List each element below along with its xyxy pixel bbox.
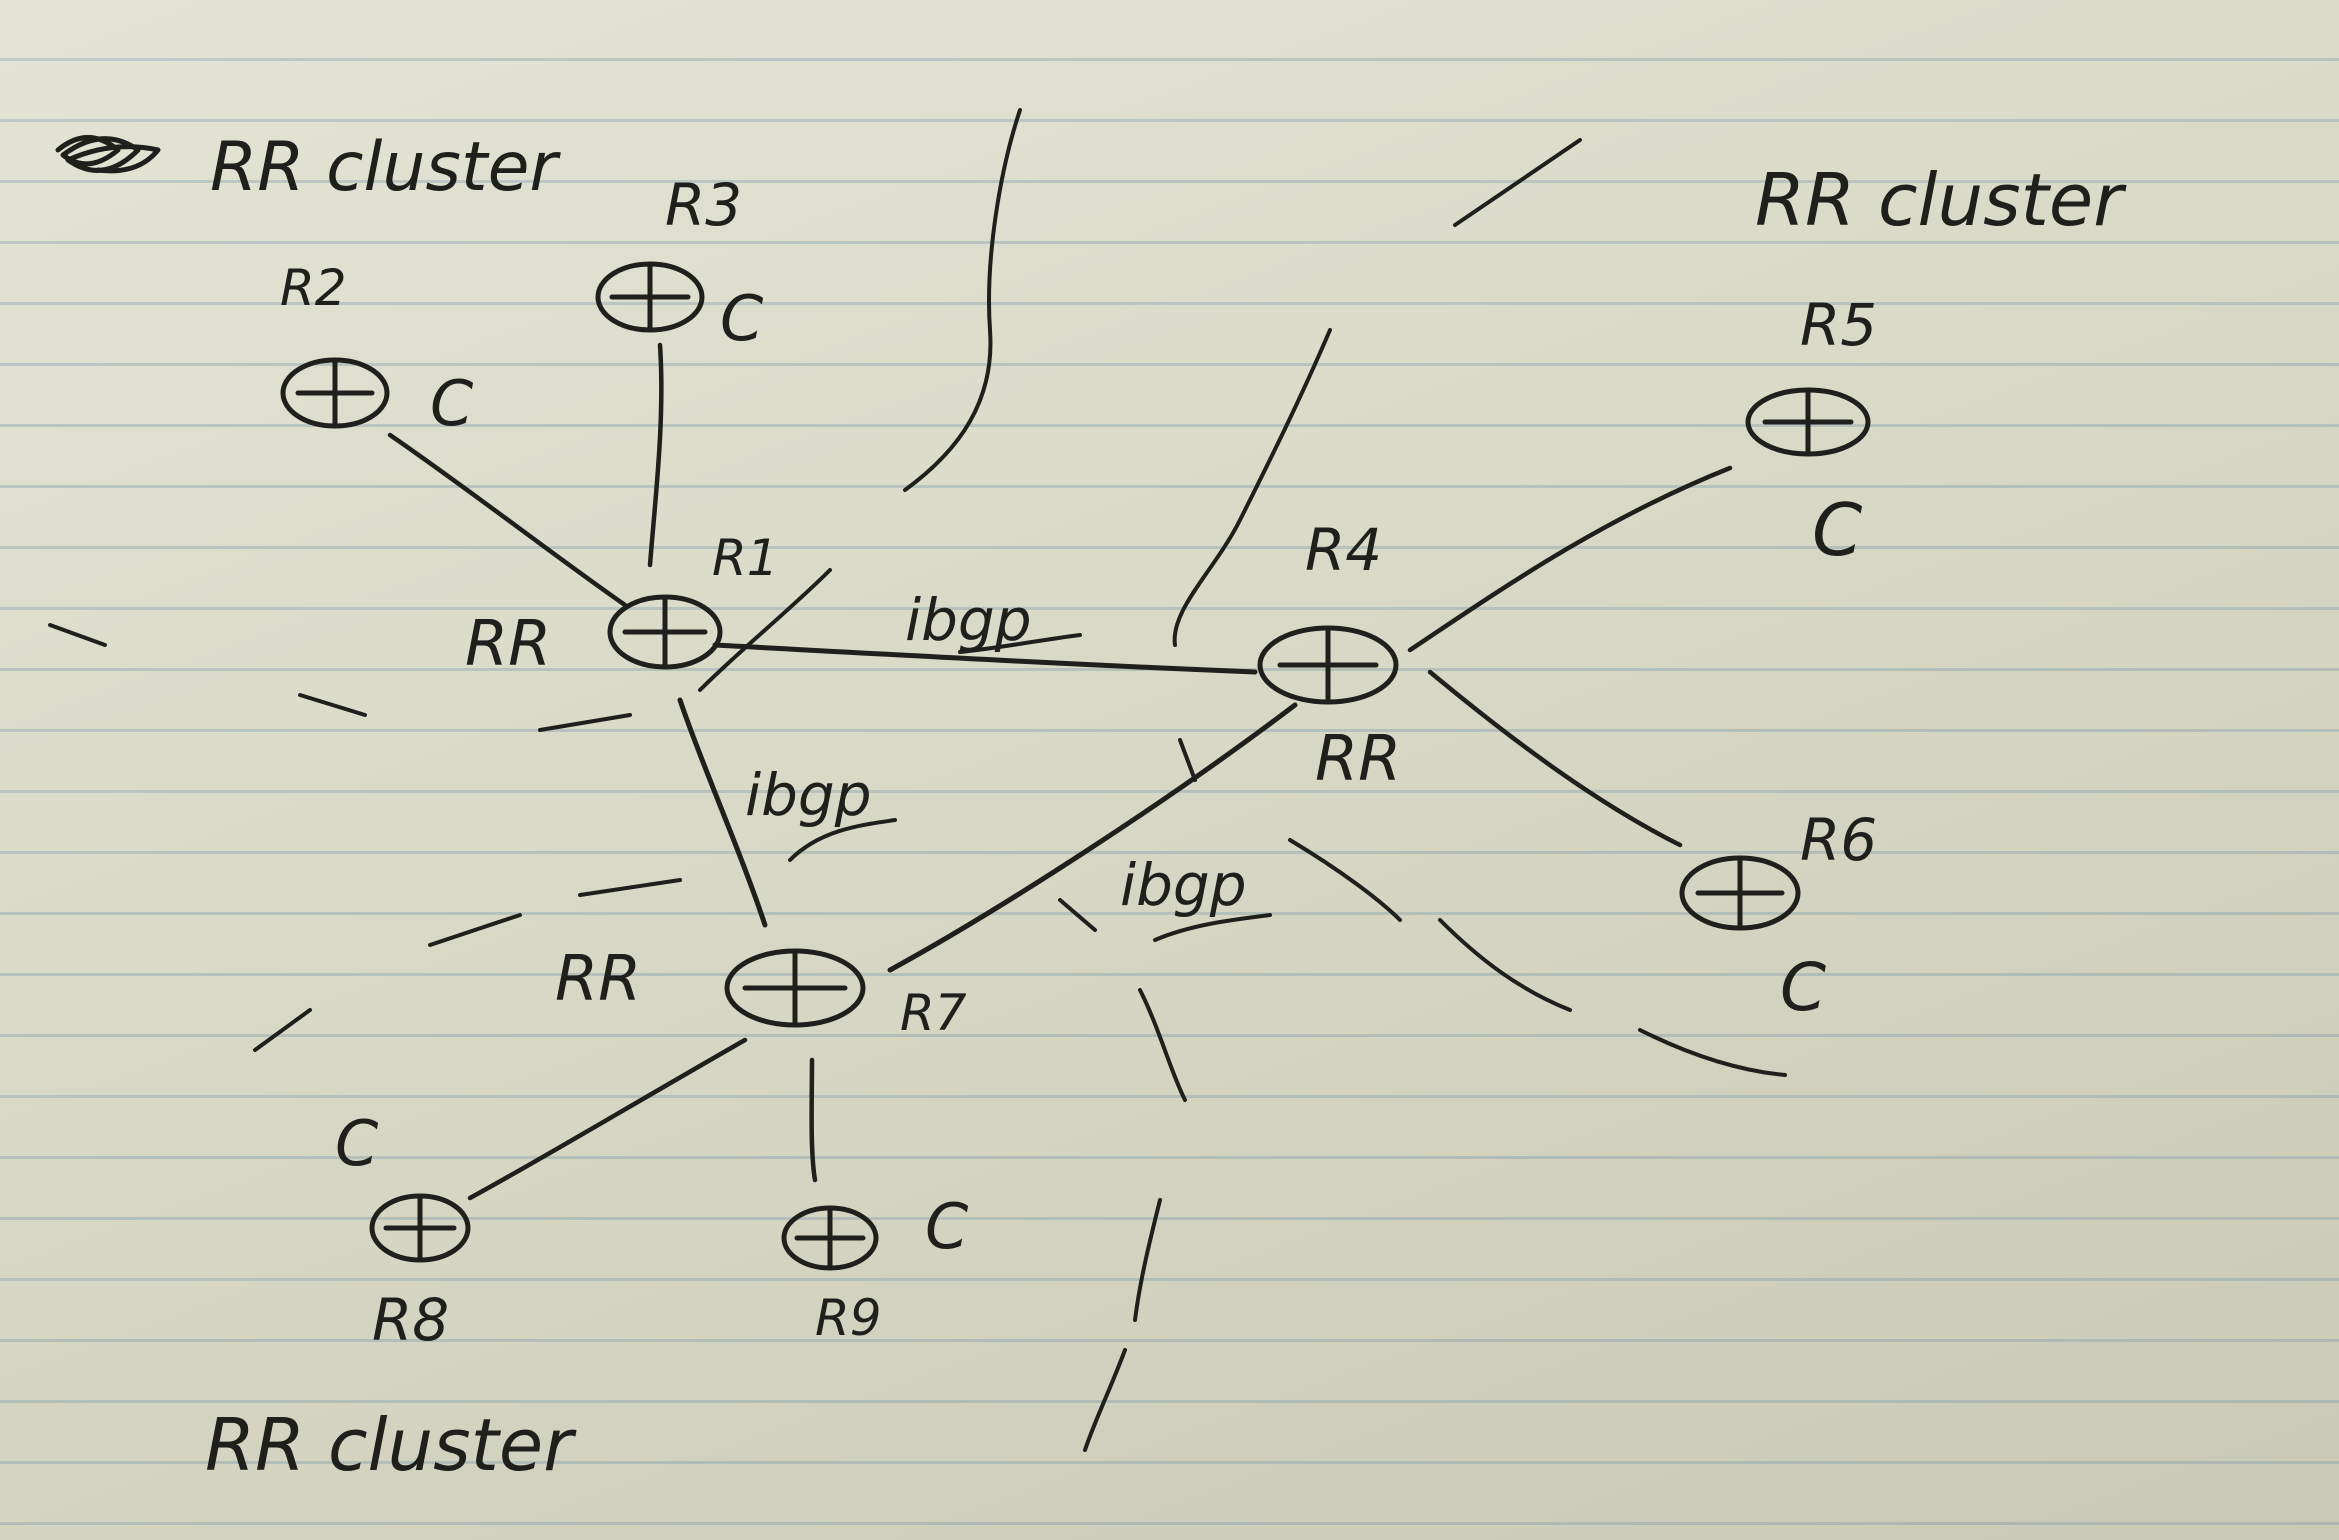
session-label-r1-r4: ibgp bbox=[905, 586, 1032, 654]
router-r3-name: R3 bbox=[665, 171, 742, 239]
router-r2-icon bbox=[280, 357, 390, 429]
router-r4-icon bbox=[1257, 625, 1399, 705]
router-r9-role: C bbox=[925, 1190, 969, 1263]
router-r3-icon bbox=[595, 261, 705, 333]
cluster-label-top-right: RR cluster bbox=[1755, 158, 2127, 242]
router-r6-role: C bbox=[1780, 949, 1826, 1026]
router-r1-role: RR bbox=[465, 607, 551, 680]
router-r9-icon bbox=[781, 1205, 879, 1271]
router-r7-name: R7 bbox=[900, 984, 967, 1042]
link-r1-r7 bbox=[677, 697, 768, 928]
cluster-label-bottom-left: RR cluster bbox=[205, 1403, 577, 1487]
router-r8-role: C bbox=[335, 1107, 379, 1180]
underline-r1-r7 bbox=[788, 818, 897, 862]
router-r3-role: C bbox=[720, 282, 764, 355]
router-r1-icon bbox=[607, 594, 723, 670]
link-r1-r2 bbox=[387, 432, 628, 608]
link-r7-r4 bbox=[887, 702, 1298, 973]
router-r5-icon bbox=[1745, 387, 1871, 457]
router-r9-name: R9 bbox=[815, 1289, 882, 1347]
link-r1-r4 bbox=[712, 642, 1258, 675]
cluster-label-top-left: RR cluster bbox=[210, 128, 561, 207]
router-r6-icon bbox=[1679, 855, 1801, 931]
cluster-boundaries bbox=[48, 108, 1787, 1452]
router-r2-name: R2 bbox=[280, 259, 347, 317]
client-links bbox=[387, 342, 1733, 1201]
router-r2-role: C bbox=[430, 367, 474, 440]
link-r7-r8 bbox=[467, 1037, 748, 1201]
underline-r7-r4 bbox=[1153, 913, 1272, 942]
link-r1-r3 bbox=[647, 342, 664, 568]
router-symbols bbox=[280, 261, 1871, 1271]
scribble-mark bbox=[55, 135, 161, 174]
session-label-r7-r4: ibgp bbox=[1120, 851, 1247, 919]
underline-r1-r4 bbox=[958, 633, 1082, 654]
session-label-r1-r7: ibgp bbox=[745, 761, 872, 829]
router-r4-role: RR bbox=[1315, 722, 1401, 795]
router-r8-name: R8 bbox=[372, 1286, 449, 1354]
link-r4-r5 bbox=[1407, 465, 1733, 653]
router-r5-role: C bbox=[1812, 488, 1863, 572]
router-r1-name: R1 bbox=[712, 529, 779, 587]
router-r7-role: RR bbox=[555, 942, 641, 1015]
link-r4-r6 bbox=[1427, 669, 1683, 848]
router-r4-name: R4 bbox=[1305, 516, 1382, 584]
link-r7-r9 bbox=[809, 1057, 818, 1183]
router-r8-icon bbox=[369, 1193, 471, 1263]
router-r7-icon bbox=[724, 948, 866, 1028]
router-r5-name: R5 bbox=[1800, 291, 1877, 359]
ibgp-links bbox=[677, 642, 1298, 973]
router-r6-name: R6 bbox=[1800, 806, 1877, 874]
